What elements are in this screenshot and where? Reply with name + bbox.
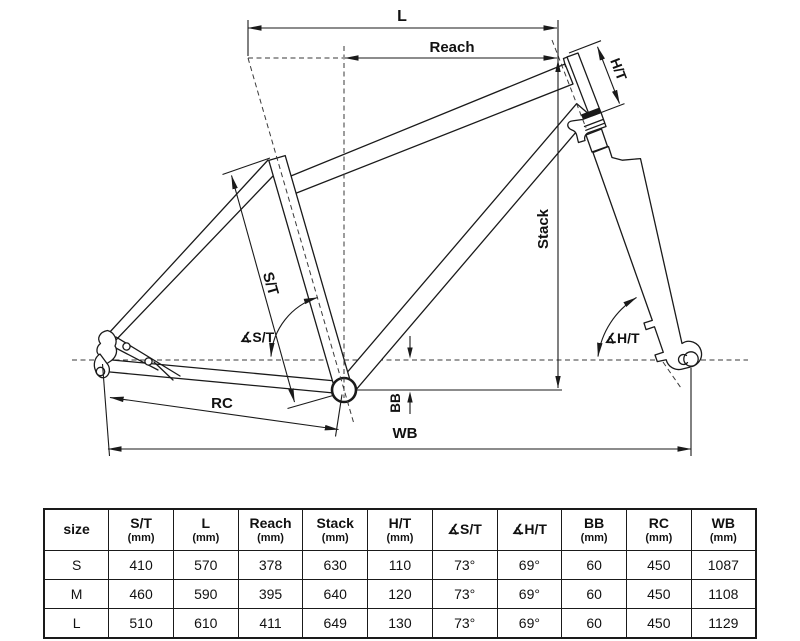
size-cell: M (43, 579, 110, 609)
headset-lower-cup (581, 107, 602, 120)
steering-axis-dashed-top (551, 39, 587, 129)
value-cell-0-9: 1087 (690, 550, 757, 580)
column-header-5: H/T(mm) (367, 508, 433, 551)
value-cell-1-3: 640 (302, 579, 369, 609)
dim-bb: BB (357, 336, 562, 414)
front-dropout-slot (677, 353, 689, 366)
value-cell-2-0: 510 (108, 608, 174, 639)
dim-l: L (247, 8, 558, 56)
column-header-2: L(mm) (172, 508, 239, 551)
column-header-0: size (43, 508, 110, 551)
value-cell-2-8: 450 (625, 608, 692, 639)
value-cell-0-6: 69° (496, 550, 563, 580)
column-header-3: Reach(mm) (237, 508, 304, 551)
dim-wb: WB (107, 368, 692, 456)
column-header-7: ∡H/T (496, 508, 563, 551)
dim-angle-ht: ∡H/T (597, 297, 640, 358)
dim-label-reach: Reach (429, 39, 474, 56)
column-header-10: WB(mm) (690, 508, 757, 551)
value-cell-1-7: 60 (561, 579, 627, 609)
value-cell-2-3: 649 (302, 608, 369, 639)
value-cell-1-0: 460 (108, 579, 174, 609)
value-cell-1-4: 120 (367, 579, 433, 609)
dim-label-stack: Stack (535, 208, 552, 249)
value-cell-1-5: 73° (431, 579, 498, 609)
dim-label-bb: BB (388, 393, 403, 413)
value-cell-2-7: 60 (561, 608, 627, 639)
value-cell-0-1: 570 (172, 550, 239, 580)
value-cell-2-9: 1129 (690, 608, 757, 639)
column-header-8: BB(mm) (561, 508, 627, 551)
value-cell-1-8: 450 (625, 579, 692, 609)
dim-label-st: S/T (259, 270, 282, 297)
steering-axis-dashed-bottom (662, 361, 682, 389)
column-header-6: ∡S/T (431, 508, 498, 551)
value-cell-2-5: 73° (431, 608, 498, 639)
column-header-4: Stack(mm) (302, 508, 369, 551)
value-cell-1-9: 1108 (690, 579, 757, 609)
seatstay-lower (113, 175, 274, 343)
dim-reach: Reach (344, 39, 558, 61)
value-cell-0-2: 378 (237, 550, 304, 580)
dim-label-angle-st: ∡S/T (240, 329, 275, 345)
seatstay-upper (108, 159, 269, 334)
dim-label-l: L (397, 8, 407, 25)
value-cell-1-6: 69° (496, 579, 563, 609)
dim-label-rc: RC (211, 395, 233, 412)
value-cell-0-0: 410 (108, 550, 174, 580)
construction-lines (247, 39, 682, 425)
dim-stack: Stack (535, 20, 561, 388)
crown-clamp-line2 (585, 122, 605, 131)
dim-label-wb: WB (393, 425, 418, 442)
dimensions: L Reach Stack BB H/T (101, 8, 692, 457)
value-cell-0-5: 73° (431, 550, 498, 580)
size-cell: L (43, 608, 110, 639)
value-cell-2-2: 411 (237, 608, 304, 639)
dim-angle-st: ∡S/T (240, 296, 319, 358)
value-cell-1-2: 395 (237, 579, 304, 609)
size-cell: S (43, 550, 110, 580)
dropout-gusset-diagonal (153, 361, 174, 381)
value-cell-0-4: 110 (367, 550, 433, 580)
value-cell-0-3: 630 (302, 550, 369, 580)
column-header-9: RC(mm) (625, 508, 692, 551)
dim-rc: RC (101, 363, 343, 457)
column-header-1: S/T(mm) (108, 508, 174, 551)
value-cell-1-1: 590 (172, 579, 239, 609)
dim-label-angle-ht: ∡H/T (604, 330, 640, 346)
chainstay-lower (109, 371, 335, 394)
bike-geometry-diagram: L Reach Stack BB H/T (72, 8, 748, 457)
value-cell-2-6: 69° (496, 608, 563, 639)
fork-crown (567, 111, 607, 144)
value-cell-2-1: 610 (172, 608, 239, 639)
frame-drawing (93, 52, 703, 404)
crown-clamp-line (583, 118, 604, 128)
seat-tube-axis-dashed (247, 57, 355, 425)
dropout-bolt (122, 342, 131, 351)
value-cell-0-7: 60 (561, 550, 627, 580)
value-cell-2-4: 130 (367, 608, 433, 639)
dim-ht: H/T (568, 40, 630, 117)
dim-label-ht: H/T (607, 56, 630, 83)
value-cell-0-8: 450 (625, 550, 692, 580)
dropout-bolt2 (144, 357, 153, 366)
dropout-gusset-edge2 (111, 345, 159, 371)
